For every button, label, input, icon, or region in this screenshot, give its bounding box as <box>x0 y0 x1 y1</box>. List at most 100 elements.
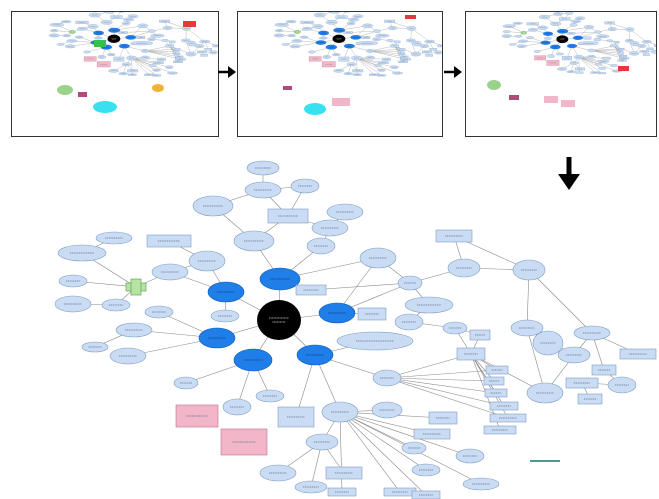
edge <box>386 377 505 407</box>
node-ellipse <box>289 44 301 49</box>
node-box <box>561 55 572 61</box>
node-ellipse <box>501 34 512 38</box>
node-ellipse <box>185 51 197 57</box>
node-green-v <box>522 31 526 35</box>
node-ellipse <box>199 39 211 44</box>
edge <box>145 50 181 60</box>
node-box <box>398 53 406 56</box>
node-ellipse <box>375 33 390 38</box>
edge <box>386 377 497 394</box>
edge <box>295 354 316 418</box>
orange-node <box>152 84 164 92</box>
node-box <box>411 490 441 499</box>
node-ellipse <box>518 39 529 43</box>
green-node <box>487 80 501 90</box>
node-ellipse <box>56 43 65 46</box>
node-ellipse <box>411 463 441 477</box>
edge <box>145 49 178 52</box>
node-ellipse <box>60 20 72 24</box>
node-box <box>212 44 218 48</box>
node-box <box>598 60 609 63</box>
node-ellipse <box>547 54 555 58</box>
node-box <box>169 40 176 44</box>
node-accent <box>315 40 327 45</box>
edge <box>591 48 622 51</box>
node-ellipse <box>161 39 169 42</box>
node-ellipse <box>49 23 64 27</box>
node-ellipse <box>281 43 290 46</box>
node-ellipse <box>108 68 119 73</box>
node-ellipse <box>48 33 60 38</box>
node-box <box>598 72 606 75</box>
stage-1-frame <box>11 11 219 137</box>
node-ellipse <box>144 305 174 319</box>
node-ellipse <box>514 34 523 38</box>
node-ellipse <box>210 309 240 323</box>
edge <box>131 57 157 76</box>
node-ellipse <box>573 54 584 60</box>
node-box <box>152 61 164 64</box>
node-ellipse <box>571 19 582 24</box>
edge <box>145 50 180 57</box>
node-box <box>602 56 611 60</box>
pink-label <box>544 96 558 103</box>
node-ellipse <box>594 30 602 34</box>
node-ellipse <box>386 39 394 42</box>
node-box <box>583 36 592 40</box>
edge <box>131 57 150 75</box>
node-ellipse <box>455 448 485 464</box>
green-node <box>57 85 73 95</box>
red-label <box>183 21 196 27</box>
node-accent <box>125 35 137 40</box>
node-accent <box>567 43 578 49</box>
node-ellipse <box>512 21 523 25</box>
node-ellipse <box>606 39 614 43</box>
node-box <box>646 47 654 51</box>
node-ellipse <box>577 41 599 46</box>
edge <box>591 50 625 59</box>
node-box <box>159 19 171 23</box>
node-ellipse <box>126 55 137 61</box>
node-ellipse <box>424 39 436 44</box>
node-ellipse <box>373 29 381 33</box>
node-ellipse <box>598 67 606 70</box>
node-box <box>654 44 656 47</box>
arrow-right-icon <box>218 64 236 84</box>
edge <box>386 377 495 382</box>
node-ellipse <box>593 37 602 42</box>
node-box <box>469 329 491 341</box>
node-box <box>429 48 437 51</box>
node-ellipse <box>348 17 360 22</box>
node-ellipse <box>410 51 422 57</box>
edge <box>356 57 395 68</box>
edge <box>526 327 546 394</box>
node-box <box>173 53 181 56</box>
node-ellipse <box>291 39 303 43</box>
edge <box>578 56 603 69</box>
node-ellipse <box>127 14 139 19</box>
node-ellipse <box>87 24 99 29</box>
node-ellipse <box>150 33 165 38</box>
edge <box>185 40 192 55</box>
node-box <box>377 61 389 64</box>
node-pink <box>321 61 336 68</box>
edge <box>339 411 427 496</box>
node-ellipse <box>543 37 552 40</box>
node-accent <box>318 30 329 36</box>
node-box <box>399 58 411 61</box>
edge <box>145 50 177 52</box>
node-ellipse <box>306 237 336 255</box>
node-ellipse <box>83 50 91 54</box>
node-ellipse <box>392 71 403 75</box>
node-ellipse <box>565 12 574 15</box>
magenta-label <box>283 86 292 90</box>
node-ellipse <box>137 23 148 29</box>
node-box <box>618 48 625 50</box>
node-center <box>556 35 569 44</box>
node-ellipse <box>255 389 285 403</box>
node-ellipse <box>274 23 289 27</box>
node-pink <box>175 404 219 428</box>
node-ellipse <box>526 36 534 39</box>
node-ellipse <box>372 369 402 387</box>
